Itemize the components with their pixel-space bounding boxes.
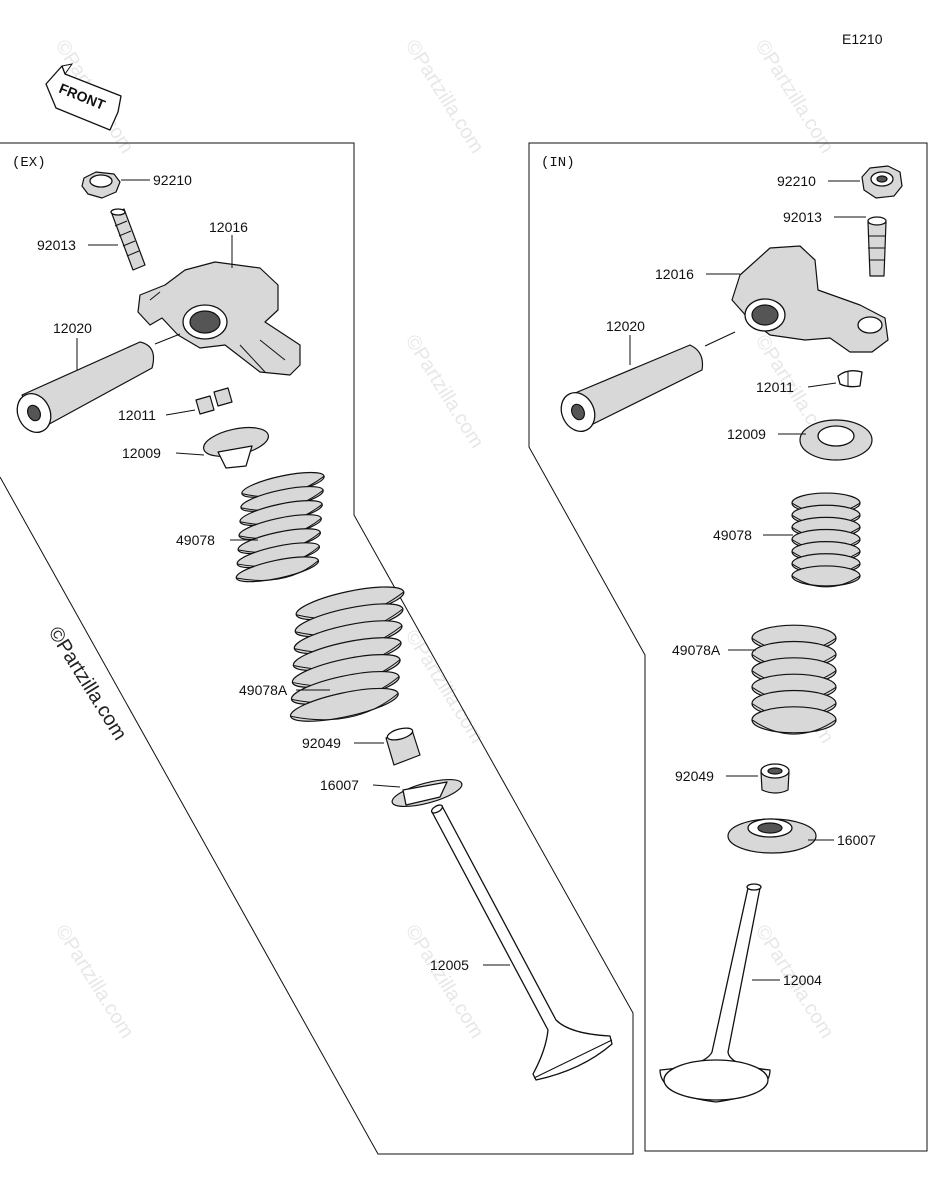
in-label-92013: 92013: [783, 209, 822, 225]
ex-outer-spring-49078a: [289, 586, 405, 722]
spring-coil-front: [236, 560, 319, 581]
in-label-12009: 12009: [727, 426, 766, 442]
in-spring-seat-16007: [727, 818, 817, 854]
watermark-8: ©Partzilla.com: [51, 921, 138, 1042]
ex-label-12011: 12011: [118, 407, 156, 423]
watermark-3: ©Partzilla.com: [751, 36, 838, 157]
ex-rocker-arm-12016: [137, 261, 301, 376]
in-label-12004: 12004: [783, 972, 822, 988]
ex-label-12020: 12020: [53, 320, 92, 336]
front-arrow: FRONT: [45, 63, 122, 131]
watermark-main: ©Partzilla.com: [44, 623, 131, 744]
in-label-49078: 49078: [713, 527, 752, 543]
ex-label-49078a: 49078A: [239, 682, 288, 698]
ex-oil-seal-92049: [385, 727, 421, 766]
ex-label-16007: 16007: [320, 777, 359, 793]
spring-coil-front: [751, 719, 837, 735]
ex-inner-spring-49078: [235, 471, 325, 583]
ex-label-92013: 92013: [37, 237, 76, 253]
ex-label-12016: 12016: [209, 219, 248, 235]
spring-coil-front: [791, 575, 861, 588]
in-label-49078a: 49078A: [672, 642, 721, 658]
spring-coil: [791, 565, 861, 587]
ex-spring-seat-16007: [391, 778, 463, 808]
ex-label-12009: 12009: [122, 445, 161, 461]
watermark-4: ©Partzilla.com: [401, 331, 488, 452]
in-rocker-shaft-12020: [560, 344, 704, 432]
ex-rocker-shaft-12020: [16, 341, 155, 433]
in-section-label: (IN): [541, 155, 575, 171]
in-valve-12004: [659, 883, 771, 1103]
in-rocker-arm-12016: [731, 245, 889, 353]
watermark-2: ©Partzilla.com: [401, 36, 488, 157]
in-inner-spring-49078: [791, 492, 861, 588]
in-outer-spring-49078a: [751, 624, 837, 735]
spring-coil: [751, 706, 837, 734]
in-oil-seal-92049: [760, 763, 790, 794]
watermark-6: ©Partzilla.com: [401, 626, 488, 747]
ex-adjust-screw-92013: [110, 208, 146, 271]
in-panel-border: [528, 142, 928, 1152]
watermark-9: ©Partzilla.com: [401, 921, 488, 1042]
ex-retainer-12009: [203, 426, 269, 469]
diagram-code: E1210: [842, 31, 883, 47]
in-label-92049: 92049: [675, 768, 714, 784]
ex-label-92049: 92049: [302, 735, 341, 751]
ex-nut-92210: [81, 171, 121, 199]
in-adjust-screw-92013: [867, 216, 887, 277]
ex-label-92210: 92210: [153, 172, 192, 188]
ex-section-label: (EX): [12, 155, 46, 171]
ex-label-49078: 49078: [176, 532, 215, 548]
ex-panel-border: [0, 142, 634, 1155]
in-label-12011: 12011: [756, 379, 794, 395]
ex-label-12005: 12005: [430, 957, 469, 973]
ex-cotter-12011: [195, 387, 233, 415]
in-nut-92210: [861, 165, 903, 199]
in-cotter-12011: [837, 370, 863, 388]
ex-valve-12005: [430, 804, 613, 1081]
in-label-12016: 12016: [655, 266, 694, 282]
spring-coil-front: [290, 693, 399, 721]
in-label-16007: 16007: [837, 832, 876, 848]
in-retainer-12009: [799, 419, 873, 461]
in-label-92210: 92210: [777, 173, 816, 189]
in-label-12020: 12020: [606, 318, 645, 334]
